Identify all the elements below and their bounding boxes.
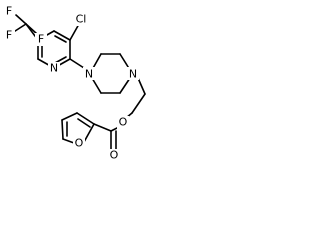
fluorine-label-2: F	[6, 29, 12, 42]
bond-c2-npip	[69, 58, 85, 69]
bond-pip-4	[119, 77, 131, 94]
bond-c-f1	[15, 14, 27, 25]
chemical-structure-diagram: F F F Cl N N N O O O	[3, 5, 146, 162]
bond-c4-c3	[53, 30, 71, 41]
atom-labels: F F F Cl N N N O O O	[3, 5, 139, 162]
bond-carbonyl-furan	[93, 123, 112, 132]
bond-furan-c2-c3	[76, 112, 95, 125]
ester-oxygen-label: O	[119, 116, 128, 129]
bond-furan-c3-c4	[61, 112, 78, 121]
bond-c4-c3-double	[54, 35, 67, 43]
bond-furan-c5-o	[62, 138, 75, 144]
fluorine-label-1: F	[6, 5, 12, 18]
pyridine-nitrogen-label: N	[50, 62, 58, 75]
bond-c3-cl	[69, 23, 80, 41]
carbonyl-oxygen-label: O	[110, 149, 119, 162]
furan-oxygen-label: O	[75, 137, 84, 150]
bond-furan-c4-c5	[61, 119, 64, 140]
piperazine-nitrogen-label-1: N	[85, 68, 93, 81]
chlorine-label: Cl	[76, 13, 87, 26]
bond-furan-o-c2	[83, 123, 95, 143]
bond-ch2-ch2	[131, 93, 146, 114]
piperazine-nitrogen-label-4: N	[129, 68, 137, 81]
bond-n-ch2	[137, 77, 146, 95]
bonds	[11, 14, 146, 151]
fluorine-label-3: F	[38, 33, 44, 46]
bond-furan-c2-c3-double	[77, 118, 91, 128]
bond-pip-6	[91, 77, 102, 94]
